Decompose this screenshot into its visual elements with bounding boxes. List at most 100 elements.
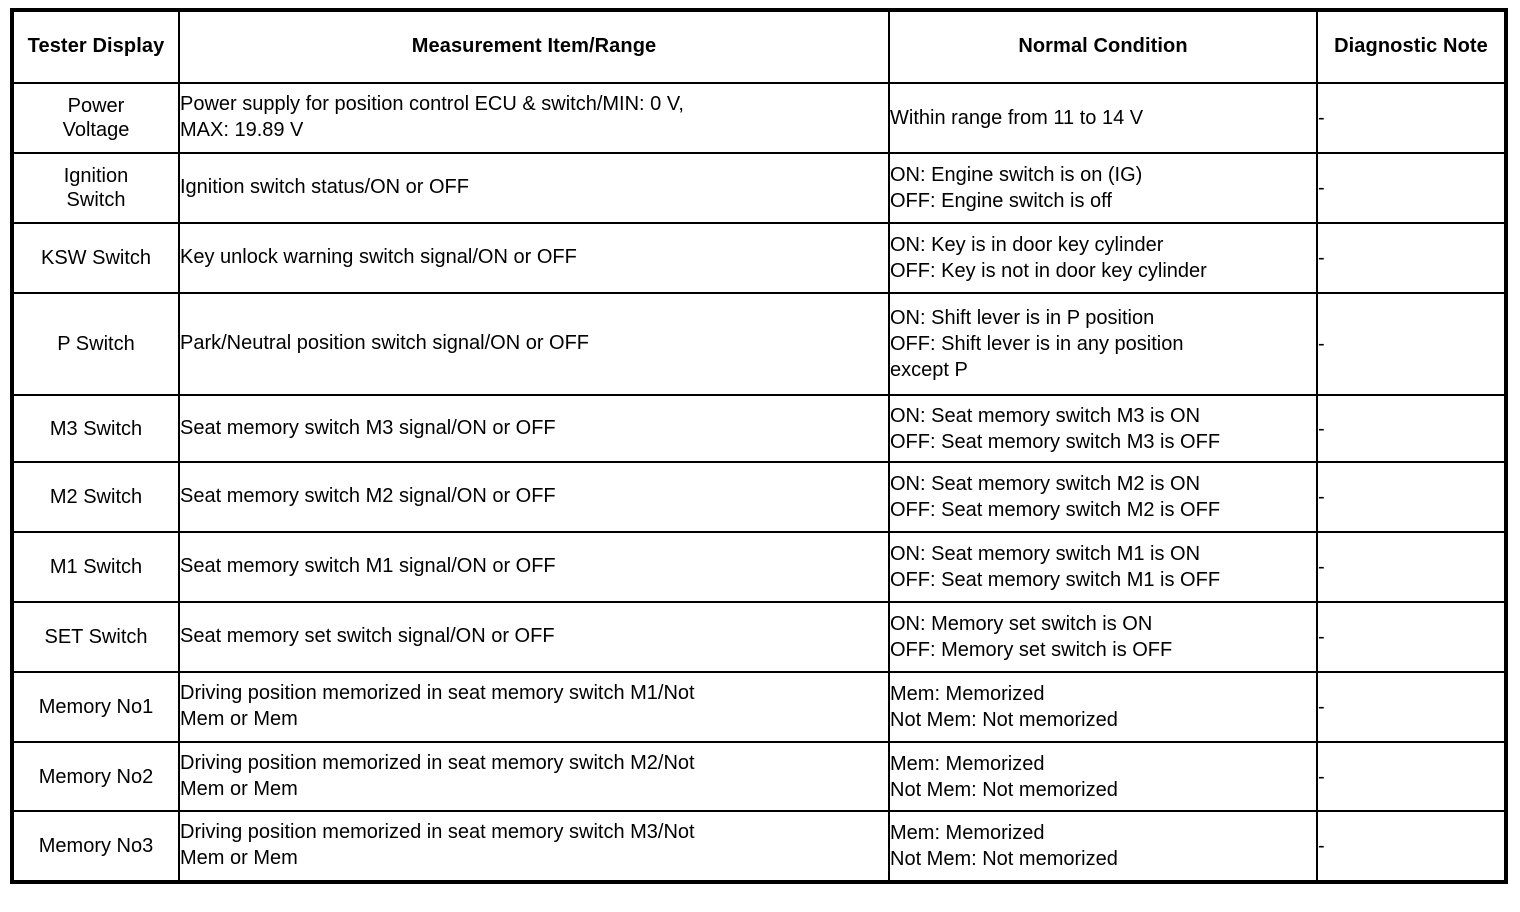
cell-measurement-item: Seat memory switch M2 signal/ON or OFF: [178, 461, 890, 533]
text-line: except P: [890, 359, 968, 381]
text-line: OFF: Memory set switch is OFF: [890, 639, 1173, 661]
text-line: Not Mem: Not memorized: [890, 848, 1118, 870]
text-line: Ignition switch status/ON or OFF: [180, 176, 469, 199]
text-line: -: [1318, 556, 1325, 578]
cell-normal-condition: ON: Shift lever is in P position OFF: Sh…: [888, 292, 1318, 396]
column-header-measurement-item-range: Measurement Item/Range: [178, 9, 890, 84]
text-line: OFF: Key is not in door key cylinder: [890, 260, 1207, 282]
table-row: Memory No2 Driving position memorized in…: [11, 741, 1507, 812]
table-row: M2 Switch Seat memory switch M2 signal/O…: [11, 461, 1507, 533]
table-row: P Switch Park/Neutral position switch si…: [11, 292, 1507, 396]
data-list-table: Tester Display Measurement Item/Range No…: [10, 8, 1508, 884]
cell-normal-condition: Mem: Memorized Not Mem: Not memorized: [888, 741, 1318, 812]
column-header-line-1: Measurement Item/Range: [411, 35, 657, 58]
cell-tester-display: Memory No3: [11, 810, 180, 883]
text-line: ON: Key is in door key cylinder: [890, 234, 1164, 256]
table-row: M1 Switch Seat memory switch M1 signal/O…: [11, 531, 1507, 603]
cell-measurement-item: Seat memory switch M3 signal/ON or OFF: [178, 394, 890, 463]
cell-tester-display: M2 Switch: [11, 461, 180, 533]
text-line: Park/Neutral position switch signal/ON o…: [180, 332, 590, 355]
cell-tester-display: Memory No2: [11, 741, 180, 812]
text-line: M3 Switch: [49, 417, 143, 440]
cell-normal-condition: ON: Memory set switch is ON OFF: Memory …: [888, 601, 1318, 673]
text-line: -: [1318, 333, 1325, 355]
cell-tester-display: Ignition Switch: [11, 152, 180, 224]
text-line: ON: Shift lever is in P position: [890, 307, 1155, 329]
table-row: Ignition Switch Ignition switch status/O…: [11, 152, 1507, 224]
cell-measurement-item: Power supply for position control ECU & …: [178, 82, 890, 154]
text-line: -: [1318, 696, 1325, 718]
cell-tester-display: P Switch: [11, 292, 180, 396]
text-line: ON: Seat memory switch M3 is ON: [890, 404, 1201, 427]
text-line: Mem: Memorized: [890, 752, 1045, 775]
column-header-line-1: Tester: [27, 35, 87, 58]
cell-normal-condition: ON: Seat memory switch M2 is ON OFF: Sea…: [888, 461, 1318, 533]
cell-measurement-item: Ignition switch status/ON or OFF: [178, 152, 890, 224]
cell-diagnostic-note: -: [1316, 671, 1507, 743]
cell-diagnostic-note: -: [1316, 292, 1507, 396]
text-line: -: [1318, 247, 1325, 269]
text-line: Memory No3: [38, 835, 154, 857]
text-line: Not Mem: Not memorized: [890, 709, 1118, 731]
cell-tester-display: Power Voltage: [11, 82, 180, 154]
text-line: Within range from 11 to 14 V: [890, 107, 1144, 129]
cell-normal-condition: ON: Engine switch is on (IG) OFF: Engine…: [888, 152, 1318, 224]
cell-normal-condition: ON: Seat memory switch M3 is ON OFF: Sea…: [888, 394, 1318, 463]
cell-tester-display: Memory No1: [11, 671, 180, 743]
cell-measurement-item: Driving position memorized in seat memor…: [178, 810, 890, 883]
text-line: -: [1318, 835, 1325, 857]
column-header-tester-display: Tester Display: [11, 9, 180, 84]
cell-diagnostic-note: -: [1316, 461, 1507, 533]
table-body: Power Voltage Power supply for position …: [11, 82, 1507, 883]
cell-normal-condition: ON: Key is in door key cylinder OFF: Key…: [888, 222, 1318, 294]
table-row: Memory No1 Driving position memorized in…: [11, 671, 1507, 743]
text-line: ON: Seat memory switch M1 is ON: [890, 543, 1201, 565]
text-line: Driving position memorized in seat memor…: [180, 682, 695, 705]
text-line: Mem or Mem: [180, 847, 298, 869]
cell-diagnostic-note: -: [1316, 741, 1507, 812]
cell-normal-condition: ON: Seat memory switch M1 is ON OFF: Sea…: [888, 531, 1318, 603]
text-line: Ignition: [63, 165, 129, 187]
text-line: Key unlock warning switch signal/ON or O…: [180, 246, 577, 269]
text-line: Seat memory set switch signal/ON or OFF: [180, 625, 555, 648]
cell-measurement-item: Driving position memorized in seat memor…: [178, 741, 890, 812]
text-line: M1 Switch: [49, 556, 143, 578]
cell-diagnostic-note: -: [1316, 810, 1507, 883]
text-line: OFF: Seat memory switch M2 is OFF: [890, 499, 1221, 521]
text-line: Seat memory switch M1 signal/ON or OFF: [180, 555, 556, 578]
cell-measurement-item: Park/Neutral position switch signal/ON o…: [178, 292, 890, 396]
text-line: ON: Engine switch is on (IG): [890, 164, 1143, 186]
text-line: Not Mem: Not memorized: [890, 778, 1118, 801]
text-line: Mem or Mem: [180, 708, 298, 730]
text-line: Voltage: [62, 119, 130, 141]
cell-normal-condition: Mem: Memorized Not Mem: Not memorized: [888, 671, 1318, 743]
text-line: MAX: 19.89 V: [180, 119, 304, 141]
text-line: ON: Memory set switch is ON: [890, 613, 1153, 635]
text-line: -: [1318, 626, 1325, 648]
text-line: Mem: Memorized: [890, 683, 1045, 705]
text-line: OFF: Seat memory switch M1 is OFF: [890, 569, 1221, 591]
text-line: ON: Seat memory switch M2 is ON: [890, 473, 1201, 495]
cell-diagnostic-note: -: [1316, 531, 1507, 603]
text-line: -: [1318, 107, 1325, 129]
text-line: OFF: Shift lever is in any position: [890, 333, 1184, 355]
column-header-line-1: Diagnostic: [1334, 35, 1438, 58]
cell-measurement-item: Seat memory switch M1 signal/ON or OFF: [178, 531, 890, 603]
text-line: SET Switch: [44, 626, 148, 648]
table-row: SET Switch Seat memory set switch signal…: [11, 601, 1507, 673]
cell-tester-display: M3 Switch: [11, 394, 180, 463]
table-row: KSW Switch Key unlock warning switch sig…: [11, 222, 1507, 294]
text-line: -: [1318, 486, 1325, 508]
text-line: Power supply for position control ECU & …: [180, 93, 684, 116]
cell-normal-condition: Within range from 11 to 14 V: [888, 82, 1318, 154]
cell-diagnostic-note: -: [1316, 601, 1507, 673]
text-line: -: [1318, 765, 1325, 788]
text-line: OFF: Seat memory switch M3 is OFF: [890, 430, 1221, 453]
cell-measurement-item: Driving position memorized in seat memor…: [178, 671, 890, 743]
table-header: Tester Display Measurement Item/Range No…: [11, 9, 1507, 84]
cell-tester-display: KSW Switch: [11, 222, 180, 294]
text-line: -: [1318, 417, 1325, 440]
text-line: Power: [67, 95, 125, 117]
cell-diagnostic-note: -: [1316, 394, 1507, 463]
